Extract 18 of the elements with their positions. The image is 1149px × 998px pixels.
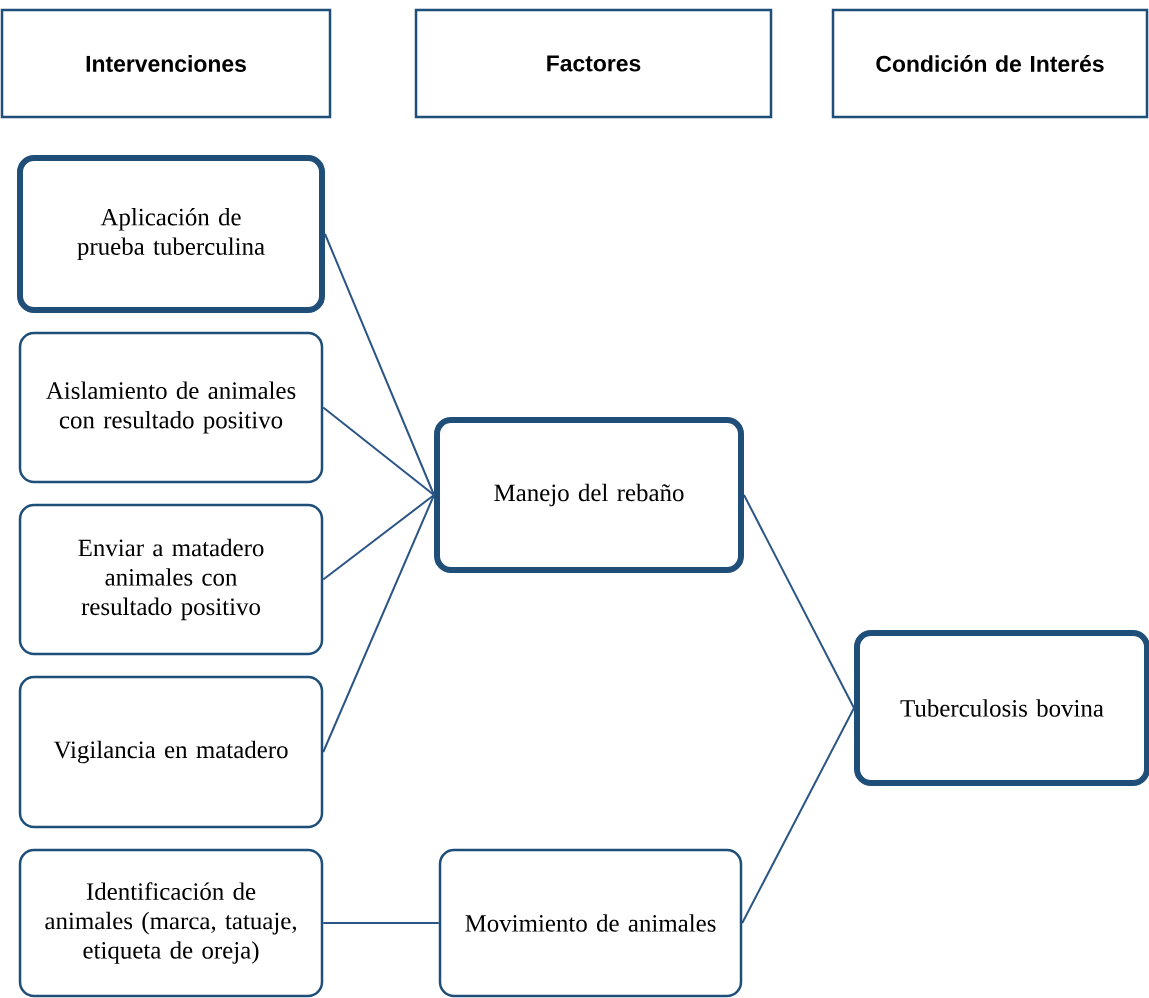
process-box: Tuberculosis bovina <box>854 630 1149 786</box>
process-box: Aislamiento de animales con resultado positivo <box>18 331 324 484</box>
process-box: Vigilancia en matadero <box>18 675 324 829</box>
connector-line <box>322 406 435 496</box>
connector-line <box>322 494 435 753</box>
column-header-box: Condición de Interés <box>831 8 1149 119</box>
process-box: Manejo del rebaño <box>434 417 744 573</box>
process-box: Identificación de animales (marca, tatuaje, etiqueta de oreja) <box>18 848 324 998</box>
connector-line <box>743 494 855 709</box>
process-box: Aplicación de prueba tuberculina <box>17 155 325 313</box>
connector-line <box>322 494 435 581</box>
column-header-box: Factores <box>414 8 773 119</box>
connector-line <box>741 707 855 924</box>
process-box: Movimiento de animales <box>438 848 743 998</box>
connector-line <box>324 233 435 496</box>
connector-line <box>322 922 440 924</box>
process-box: Enviar a matadero animales con resultado positivo <box>18 503 324 656</box>
column-header-box: Intervenciones <box>0 8 332 119</box>
